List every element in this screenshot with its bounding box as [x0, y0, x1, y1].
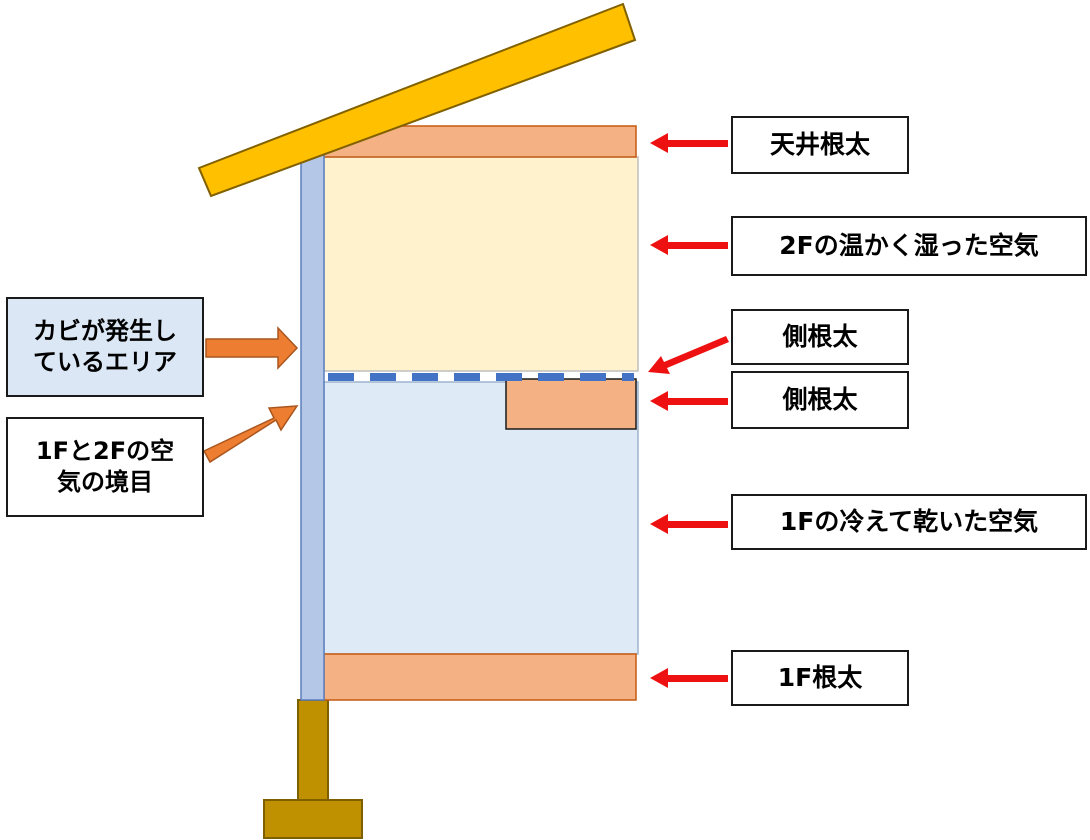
label-mold-area: カビが発生し ているエリア — [6, 297, 204, 397]
label-floor-joist: 1F根太 — [731, 650, 909, 706]
upper-air-space — [323, 156, 639, 372]
label-air-boundary: 1Fと2Fの空 気の境目 — [6, 417, 204, 517]
exterior-wall — [300, 151, 325, 701]
red-arrow-side-joist-lower — [650, 391, 728, 411]
floor-joist — [323, 653, 637, 701]
red-arrow-floor-joist — [650, 668, 728, 688]
foundation-post — [297, 699, 329, 803]
red-arrow-lower-air — [650, 514, 728, 534]
roof-rafter — [197, 2, 637, 198]
red-arrow-ceiling-joist — [650, 133, 728, 153]
label-upper-air: 2Fの温かく湿った空気 — [731, 216, 1087, 276]
label-side-joist-upper: 側根太 — [731, 309, 909, 365]
red-arrow-upper-air — [650, 235, 728, 255]
red-arrow-side-joist-upper — [648, 336, 729, 374]
foundation-footing — [263, 799, 363, 839]
side-joist-block — [505, 378, 637, 430]
label-side-joist-lower: 側根太 — [731, 371, 909, 429]
label-ceiling-joist: 天井根太 — [731, 116, 909, 174]
label-lower-air: 1Fの冷えて乾いた空気 — [731, 494, 1087, 550]
orange-arrow-mold-area — [205, 326, 299, 370]
orange-arrow-air-boundary — [202, 405, 299, 464]
